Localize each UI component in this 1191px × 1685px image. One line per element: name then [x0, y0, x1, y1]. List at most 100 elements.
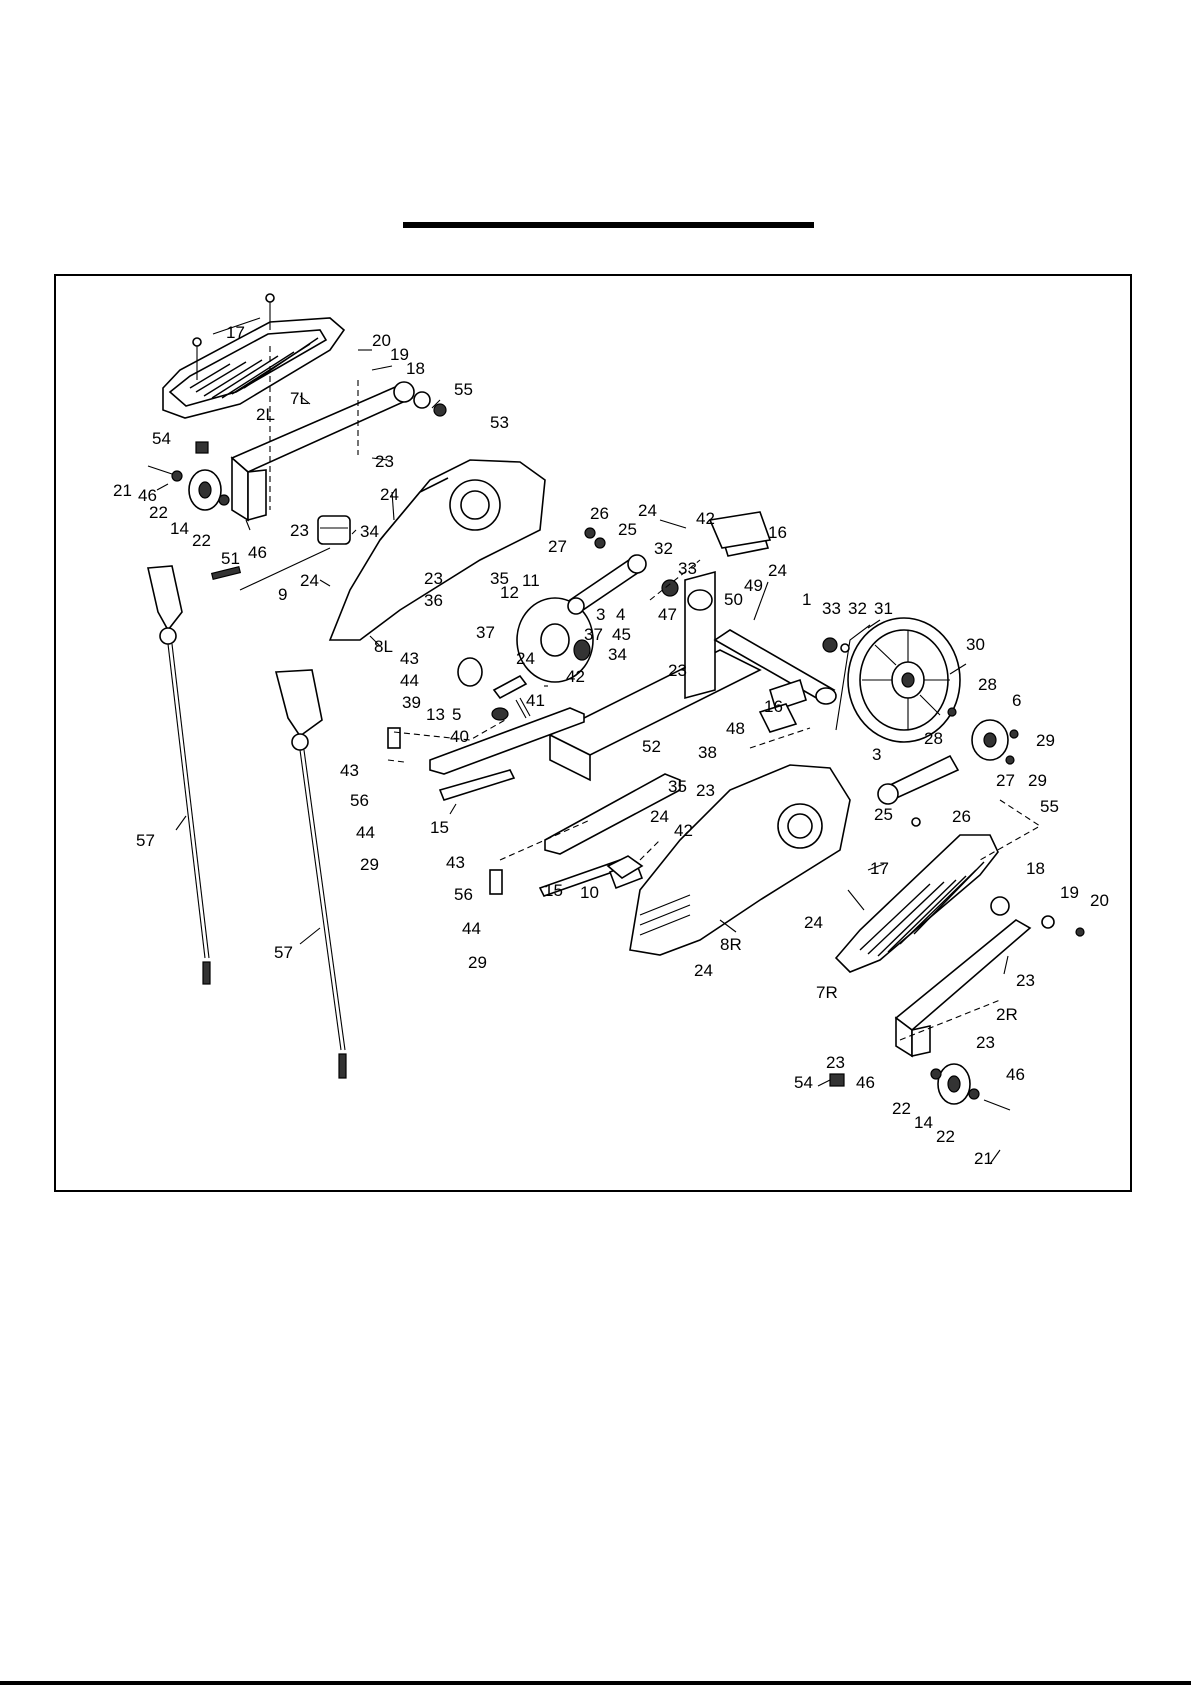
label-24: 24 — [638, 501, 657, 520]
label-57: 57 — [136, 831, 155, 850]
label-19: 19 — [1060, 883, 1079, 902]
label-42: 42 — [566, 667, 585, 686]
label-7L: 7L — [290, 389, 309, 408]
label-10: 10 — [580, 883, 599, 902]
label-37: 37 — [584, 625, 603, 644]
label-24: 24 — [650, 807, 669, 826]
label-55: 55 — [454, 380, 473, 399]
crank-arm-upper — [567, 527, 679, 615]
cover-left — [328, 459, 546, 641]
label-9: 9 — [278, 585, 287, 604]
label-22: 22 — [149, 503, 168, 522]
cover-right — [629, 764, 851, 956]
pedal-left — [162, 293, 346, 419]
pedal-arm-left — [230, 381, 447, 522]
label-57: 57 — [274, 943, 293, 962]
label-19: 19 — [390, 345, 409, 364]
label-47: 47 — [658, 605, 677, 624]
label-8R: 8R — [720, 935, 742, 954]
label-21: 21 — [113, 481, 132, 500]
label-25: 25 — [618, 520, 637, 539]
flywheel-30 — [822, 617, 961, 743]
label-27: 27 — [996, 771, 1015, 790]
label-35: 35 — [490, 569, 509, 588]
label-16: 16 — [768, 523, 787, 542]
label-56: 56 — [350, 791, 369, 810]
label-18: 18 — [406, 359, 425, 378]
label-20: 20 — [372, 331, 391, 350]
label-46: 46 — [248, 543, 267, 562]
label-22: 22 — [192, 531, 211, 550]
label-5: 5 — [452, 705, 461, 724]
label-3: 3 — [872, 745, 881, 764]
label-45: 45 — [612, 625, 631, 644]
label-30: 30 — [966, 635, 985, 654]
main-frame — [548, 521, 837, 782]
label-22: 22 — [936, 1127, 955, 1146]
label-43: 43 — [400, 649, 419, 668]
label-22: 22 — [892, 1099, 911, 1118]
label-23: 23 — [424, 569, 443, 588]
wheel-right — [829, 1063, 1011, 1111]
label-23: 23 — [826, 1053, 845, 1072]
label-2R: 2R — [996, 1005, 1018, 1024]
label-43: 43 — [446, 853, 465, 872]
label-29: 29 — [1028, 771, 1047, 790]
label-16: 16 — [764, 697, 783, 716]
label-7R: 7R — [816, 983, 838, 1002]
label-18: 18 — [1026, 859, 1045, 878]
label-15: 15 — [544, 881, 563, 900]
label-42: 42 — [674, 821, 693, 840]
label-35: 35 — [668, 777, 687, 796]
label-34: 34 — [360, 522, 379, 541]
label-20: 20 — [1090, 891, 1109, 910]
label-6: 6 — [1012, 691, 1021, 710]
label-37: 37 — [476, 623, 495, 642]
label-46: 46 — [138, 486, 157, 505]
label-23: 23 — [1016, 971, 1035, 990]
label-24: 24 — [694, 961, 713, 980]
label-11: 11 — [522, 571, 540, 590]
label-49: 49 — [744, 576, 763, 595]
label-54: 54 — [152, 429, 171, 448]
label-8L: 8L — [374, 637, 393, 656]
label-23: 23 — [668, 661, 687, 680]
label-52: 52 — [642, 737, 661, 756]
label-36: 36 — [424, 591, 443, 610]
pedal-right — [834, 817, 999, 973]
label-24: 24 — [516, 649, 535, 668]
label-3: 3 — [596, 605, 605, 624]
label-28: 28 — [924, 729, 943, 748]
label-43: 43 — [340, 761, 359, 780]
label-23: 23 — [976, 1033, 995, 1052]
assembly-lines — [269, 346, 1042, 1041]
label-44: 44 — [400, 671, 419, 690]
leader-lines — [156, 317, 1009, 1165]
label-26: 26 — [952, 807, 971, 826]
label-44: 44 — [356, 823, 375, 842]
tension-knob — [210, 515, 351, 591]
label-29: 29 — [1036, 731, 1055, 750]
part-labels: 17 20 19 18 55 7L 2L 53 54 23 21 46 22 1… — [113, 323, 1109, 1168]
band-57-left — [147, 565, 211, 985]
label-14: 14 — [914, 1113, 933, 1132]
label-46: 46 — [856, 1073, 875, 1092]
label-32: 32 — [654, 539, 673, 558]
label-55: 55 — [1040, 797, 1059, 816]
wheel-left — [147, 441, 230, 511]
label-40: 40 — [450, 727, 469, 746]
label-38: 38 — [698, 743, 717, 762]
drive-belts — [429, 707, 681, 897]
label-46: 46 — [1006, 1065, 1025, 1084]
label-24: 24 — [380, 485, 399, 504]
label-50: 50 — [724, 590, 743, 609]
brackets-small — [387, 511, 798, 895]
label-27: 27 — [548, 537, 567, 556]
pulley-11 — [516, 597, 594, 683]
label-24: 24 — [804, 913, 823, 932]
label-33: 33 — [678, 559, 697, 578]
label-29: 29 — [360, 855, 379, 874]
label-2L: 2L — [256, 405, 275, 424]
label-33: 33 — [822, 599, 841, 618]
